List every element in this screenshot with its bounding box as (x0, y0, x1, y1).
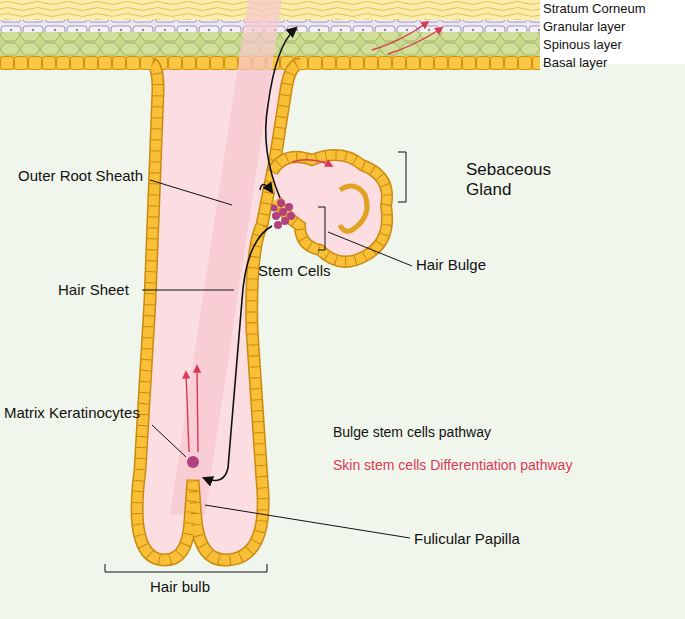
layer-label: Granular layer (543, 20, 625, 35)
layer-label: Stratum Corneum (543, 2, 646, 17)
part-label: Sebaceous Gland (466, 160, 556, 199)
layer-label: Spinous layer (543, 38, 622, 53)
legend-text: Bulge stem cells pathway (333, 424, 491, 440)
leader-lines (105, 152, 412, 572)
layer-label: Basal layer (543, 56, 607, 71)
sebaceous-gland-shape (272, 155, 387, 262)
part-label: Matrix Keratinocytes (4, 404, 140, 421)
legend-text: Skin stem cells Differentiation pathway (333, 457, 572, 473)
part-label: Outer Root Sheath (18, 167, 143, 184)
part-label: Stem Cells (258, 262, 331, 279)
differentiation-arrows (186, 22, 442, 452)
stem-cell-cluster (271, 199, 296, 229)
part-label: Hair Sheet (58, 281, 129, 298)
part-label: Fulicular Papilla (414, 530, 520, 547)
part-label: Hair Bulge (416, 256, 486, 273)
matrix-keratinocyte-dot (187, 456, 199, 468)
dermis-ground (0, 64, 685, 619)
follicle-wall (137, 64, 300, 560)
part-label: Hair bulb (150, 578, 210, 595)
bulge-pathway-arrows (204, 28, 296, 480)
